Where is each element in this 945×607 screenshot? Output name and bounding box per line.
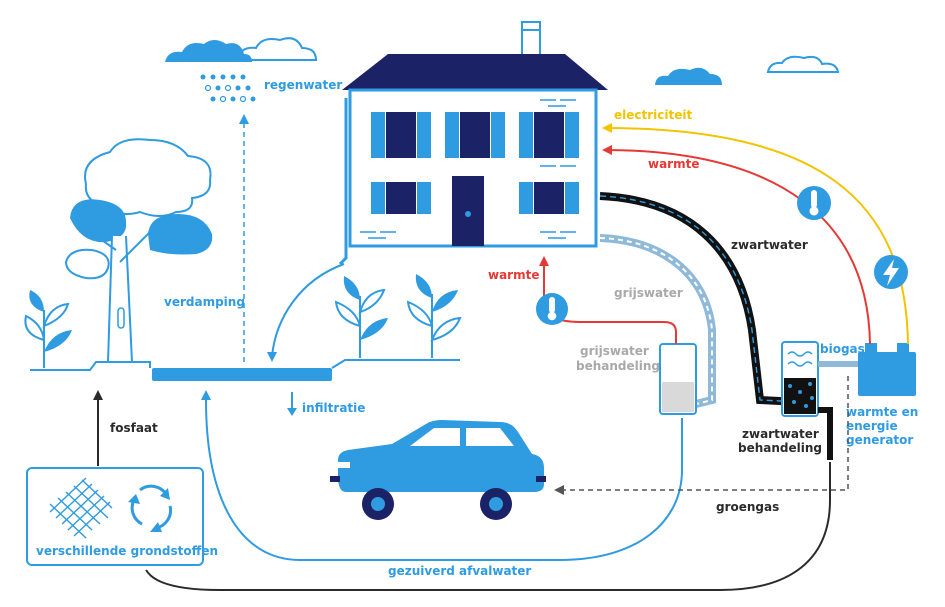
label-groengas: groengas [716,500,779,514]
plant-icon [334,276,388,358]
mesh-icon [49,477,113,539]
label-gezuiverd: gezuiverd afvalwater [388,564,531,578]
lightning-icon [874,255,908,289]
label-zwartwater: zwartwater [731,238,808,252]
label-zwartwater-behandeling-2: behandeling [738,441,822,455]
grondstoffen-return-line [145,462,831,591]
label-grondstoffen: verschillende grondstoffen [36,544,218,558]
generator-icon [858,343,916,396]
label-infiltratie: infiltratie [302,401,365,415]
car-icon [330,420,546,520]
label-generator-1: warmte en [846,405,918,419]
label-warmte-left: warmte [488,268,539,282]
house-icon [338,21,608,266]
plant-icon [406,274,462,358]
label-warmte-top: warmte [648,157,699,171]
groengas-arrow [560,376,849,491]
label-fosfaat: fosfaat [110,421,158,435]
label-grijswater-behandeling-1: grijswater [580,344,649,358]
rain-icon [200,74,256,103]
thermometer-icon [536,293,568,325]
label-regenwater: regenwater [264,78,342,92]
label-generator-2: energie [846,419,898,433]
gezuiverd-afvalwater-arrow [205,399,683,561]
label-zwartwater-behandeling-1: zwartwater [742,427,819,441]
tree-icon [64,138,213,363]
cloud-icon [165,37,318,62]
grijswater-pipe [599,234,716,408]
ground-line [30,361,151,371]
label-grijswater: grijswater [614,286,683,300]
electriciteit-arrow [603,127,909,345]
label-grijswater-behandeling-2: behandeling [576,359,660,373]
label-biogas: biogas [820,342,865,356]
label-electriciteit: electriciteit [614,108,692,122]
roof-runoff-arrow [271,263,345,357]
pond [152,368,332,381]
thermometer-icon [797,186,831,220]
cloud-icon [655,55,840,85]
label-verdamping: verdamping [164,295,245,309]
tank-icon [781,341,833,460]
plant-icon [24,290,72,368]
tank-icon [659,343,697,415]
zwartwater-pipe [599,192,801,406]
label-generator-3: generator [846,433,913,447]
